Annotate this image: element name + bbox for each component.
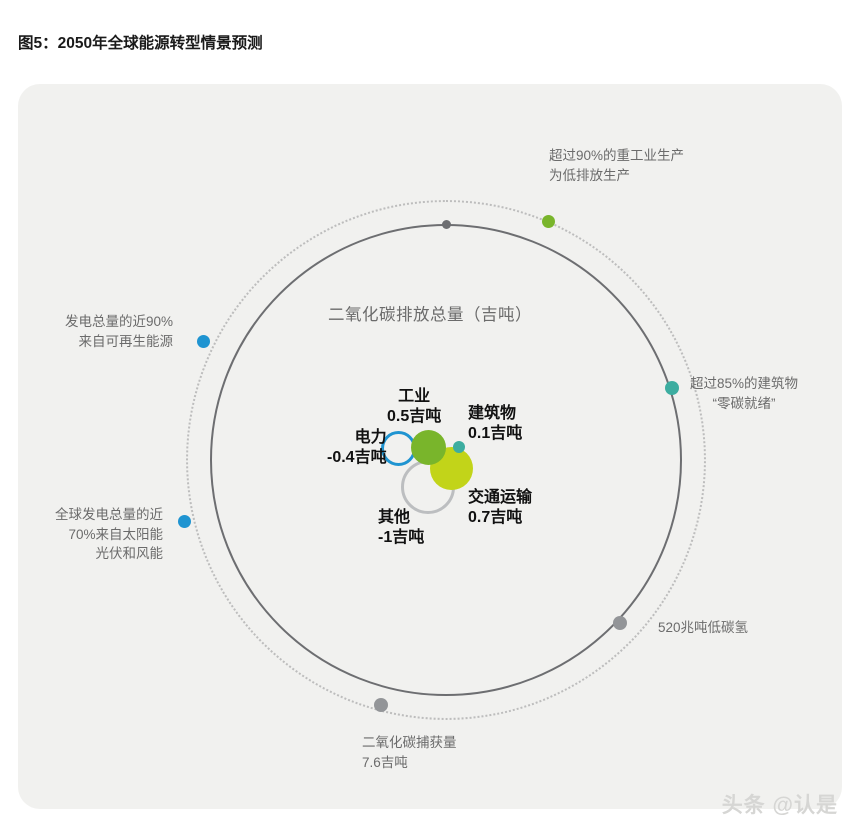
bubble-label-electricity: 电力 -0.4吉吨 xyxy=(327,428,387,469)
annotation-industry-line1: 超过90%的重工业生产 xyxy=(549,148,685,163)
page-title: 图5：2050年全球能源转型情景预测 xyxy=(18,35,263,52)
ring-dot-total-emissions xyxy=(442,220,451,229)
ring-dot-renewables xyxy=(197,335,210,348)
annotation-renewables-line1: 发电总量的近90% xyxy=(64,314,173,329)
annotation-buildings-zero-carbon: 超过85%的建筑物 “零碳就绪” xyxy=(690,374,798,413)
bubble-label-transport-value: 0.7吉吨 xyxy=(468,509,523,527)
bubble-label-buildings: 建筑物 0.1吉吨 xyxy=(468,404,522,445)
total-emissions-caption: 二氧化碳排放总量（吉吨） xyxy=(328,306,532,324)
bubble-label-industry: 工业 0.5吉吨 xyxy=(387,387,441,428)
annotation-buildings-line1: 超过85%的建筑物 xyxy=(690,376,799,391)
chart-panel: 二氧化碳排放总量（吉吨） 电力 -0.4吉吨 工业 0.5吉吨 建筑物 0.1吉… xyxy=(18,84,842,809)
annotation-hydrogen-line1: 520兆吨低碳氢 xyxy=(658,620,749,635)
annotation-solar-wind-line2: 70%来自太阳能 xyxy=(68,526,163,542)
bubble-label-industry-value: 0.5吉吨 xyxy=(387,408,442,426)
bubble-label-transport: 交通运输 0.7吉吨 xyxy=(468,488,532,529)
annotation-solar-wind-line1: 全球发电总量的近 xyxy=(55,507,163,522)
ring-dot-co2-capture xyxy=(374,698,388,712)
annotation-low-carbon-hydrogen: 520兆吨低碳氢 xyxy=(658,618,748,638)
annotation-co2-capture: 二氧化碳捕获量 7.6吉吨 xyxy=(362,733,457,772)
bubble-label-other: 其他 -1吉吨 xyxy=(378,508,424,549)
annotation-industry-line2: 为低排放生产 xyxy=(549,167,630,183)
bubble-label-industry-name: 工业 xyxy=(398,388,431,405)
bubble-buildings[interactable] xyxy=(453,441,465,453)
bubble-label-electricity-name: 电力 xyxy=(354,429,387,446)
watermark: 头条 @认是 xyxy=(721,794,838,817)
annotation-industry-low-emission: 超过90%的重工业生产 为低排放生产 xyxy=(549,146,684,185)
ring-dot-industry xyxy=(542,215,555,228)
bubble-label-buildings-value: 0.1吉吨 xyxy=(468,425,523,443)
bubble-industry[interactable] xyxy=(411,430,446,465)
bubble-label-other-value: -1吉吨 xyxy=(378,529,425,547)
annotation-solar-wind-line3: 光伏和风能 xyxy=(95,546,164,562)
bubble-label-buildings-name: 建筑物 xyxy=(468,405,517,422)
outer-dotted-ring xyxy=(186,200,706,720)
annotation-renewables: 发电总量的近90% 来自可再生能源 xyxy=(18,312,173,351)
annotation-buildings-line2: “零碳就绪” xyxy=(712,395,776,411)
annotation-co2-capture-line2: 7.6吉吨 xyxy=(362,754,408,770)
annotation-solar-wind: 全球发电总量的近 70%来自太阳能 光伏和风能 xyxy=(18,505,163,564)
annotation-co2-capture-line1: 二氧化碳捕获量 xyxy=(362,735,457,750)
ring-dot-solar-wind xyxy=(178,515,191,528)
bubble-label-transport-name: 交通运输 xyxy=(468,489,533,506)
ring-dot-hydrogen xyxy=(613,616,627,630)
ring-dot-buildings xyxy=(665,381,679,395)
bubble-label-electricity-value: -0.4吉吨 xyxy=(327,449,387,467)
annotation-renewables-line2: 来自可再生能源 xyxy=(78,333,174,349)
bubble-label-other-name: 其他 xyxy=(378,509,411,526)
